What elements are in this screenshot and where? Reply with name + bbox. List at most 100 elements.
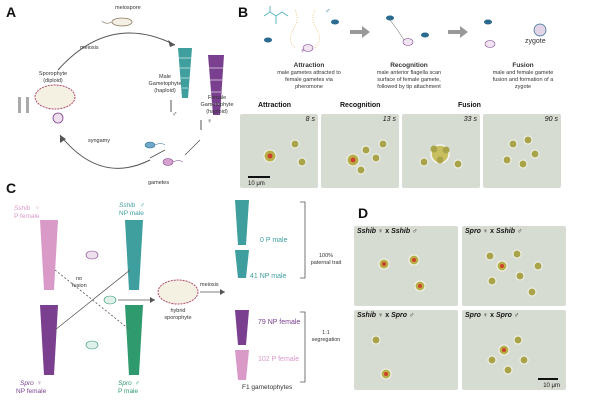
step-recognition-title: Recognition (390, 62, 428, 69)
micrograph-b-3-cells (419, 144, 463, 169)
cross-label-4: Spro ♀ x Spro ♂ (465, 312, 519, 319)
hybrid-label-1: hybrid (170, 308, 186, 314)
scale-bar-gray-2 (26, 97, 29, 113)
male-gamete-flagellum-icon (154, 143, 166, 146)
hybrid-gamete-pair-icon (103, 295, 117, 305)
micrograph-d-1-cells (378, 254, 426, 292)
cycle-arrowhead-bottom (60, 135, 66, 143)
step-recognition-desc-2: surface of female gamete, (377, 77, 441, 83)
step-fusion-desc-2: fusion and formation of a (492, 77, 554, 83)
pheromone-molecule-icon (263, 6, 289, 24)
cross-1-female-sym: ♀ (378, 228, 384, 235)
scale-bar-gray-4 (200, 120, 202, 130)
segregation-label-2: segregation (311, 337, 341, 343)
spro-female-type: NP female (16, 388, 47, 395)
spro-gamete-pair-icon (85, 340, 99, 350)
cross-2-male-species: Sshib (495, 228, 516, 235)
spro-male-sym: ♂ (135, 380, 140, 387)
micrograph-b-1: 8 s 10 μm (240, 114, 318, 188)
cross-line-dashed (54, 269, 131, 331)
female-gamete-b1-icon (302, 44, 314, 52)
result-41-np-male: 41 NP male (250, 273, 287, 280)
male-gametophyte-label-2: Gametophyte (148, 81, 182, 87)
spro-female-gametophyte-icon (40, 305, 58, 375)
result-102-p-female: 102 P female (258, 356, 300, 363)
bracket-paternal (300, 201, 306, 279)
cross-4-male-sym: ♂ (513, 312, 520, 319)
scale-bar-gray-1 (18, 97, 21, 113)
cross-1-male-species: Sshib (391, 228, 411, 235)
f1-p-male-icon (235, 200, 249, 245)
gametes-arrow (149, 149, 166, 159)
scale-bar-gray-3 (170, 100, 172, 112)
male-gamete-4-icon (421, 32, 429, 38)
cross-3-male-species: Spro (391, 312, 408, 319)
female-gametophyte-icon (208, 55, 224, 115)
female-gametophyte-label-3: (haploid) (206, 109, 228, 115)
segregation-label-1: 1:1 (322, 330, 330, 336)
female-gamete-b2-icon (402, 38, 414, 46)
step-attraction-title: Attraction (293, 62, 325, 69)
cycle-arrowhead-top (168, 40, 175, 47)
female-gamete-icon (162, 158, 174, 166)
step-arrow-2-icon (448, 26, 468, 38)
f1-p-female-icon (235, 350, 249, 380)
scale-label-b: 10 μm (248, 181, 265, 187)
cross-4-female-species: Spro (465, 312, 481, 319)
syngamy-label: syngamy (88, 138, 111, 144)
cross-4-female-sym: ♀ (482, 312, 489, 319)
female-gamete-flagellum-icon (172, 160, 184, 163)
cross-1-female-species: Sshib (357, 228, 377, 235)
pheromone-trail-2 (312, 9, 320, 49)
step-attraction-desc-3: pheromone (295, 84, 323, 90)
male-symbol-label: ♂ (172, 111, 178, 118)
male-gamete-5-icon (484, 19, 492, 25)
micrograph-b-2: 13 s (321, 114, 399, 188)
sporophyte-name: Sporophyte (38, 71, 68, 77)
female-gametophyte-label-1: Female (207, 95, 227, 101)
scale-bar-d (538, 378, 558, 380)
result-0-p-male: 0 P male (260, 237, 288, 244)
spro-female-sym: ♀ (37, 380, 42, 387)
meiospore-label: meiospore (115, 5, 141, 11)
hybrid-arrowhead (150, 297, 155, 303)
meiosis-label-c: meiosis (200, 282, 219, 288)
male-gametophyte-label-3: (haploid) (154, 88, 176, 94)
gametes-label: gametes (148, 180, 170, 186)
micrograph-b-2-cells (346, 139, 388, 175)
cross-label-2: Spro ♀ x Sshib ♂ (465, 228, 522, 235)
panel-a-life-cycle-diagram (18, 17, 224, 169)
sshib-male-species: Sshib (119, 202, 136, 209)
f1-np-male-icon (235, 250, 249, 278)
step-fusion-desc-3: zygote (514, 84, 532, 90)
cross-1-x: x (385, 228, 390, 235)
micrograph-b-4: 90 s (483, 114, 561, 188)
panel-b-label: B (238, 4, 249, 20)
hybrid-sporophyte-icon (157, 279, 199, 305)
sshib-male-sym: ♂ (140, 202, 145, 209)
cross-4-x: x (490, 312, 495, 319)
cross-4-male-species: Spro (495, 312, 512, 319)
cycle-arc-top (57, 32, 176, 71)
female-gamete-b3-icon (484, 40, 496, 48)
sporophyte-ploidy: (diploid) (43, 78, 63, 84)
micrograph-b-3: 33 s (402, 114, 480, 188)
male-gametophyte-label-1: Male (159, 74, 171, 80)
panel-d-label: D (358, 205, 369, 221)
sshib-female-sym: ♀ (35, 205, 40, 212)
paternal-trait-label-2: paternal trait (310, 260, 342, 266)
micrograph-d-4: Spro ♀ x Spro ♂ 10 μm (462, 310, 566, 390)
zygote-icon (52, 112, 64, 124)
step-fusion-title: Fusion (512, 62, 534, 69)
micrograph-b-4-cells (502, 135, 540, 169)
no-fusion-label-2: fusion (72, 283, 87, 289)
cross-3-female-species: Sshib (357, 312, 377, 319)
cross-2-x: x (490, 228, 495, 235)
spro-female-species: Spro (20, 380, 34, 387)
f1-np-female-icon (235, 310, 249, 345)
spro-male-type: P male (118, 388, 139, 395)
male-gamete-icon (144, 141, 156, 149)
spro-male-gametophyte-icon (125, 305, 143, 375)
sshib-female-species: Sshib (14, 205, 31, 212)
bracket-segregation (300, 311, 306, 383)
